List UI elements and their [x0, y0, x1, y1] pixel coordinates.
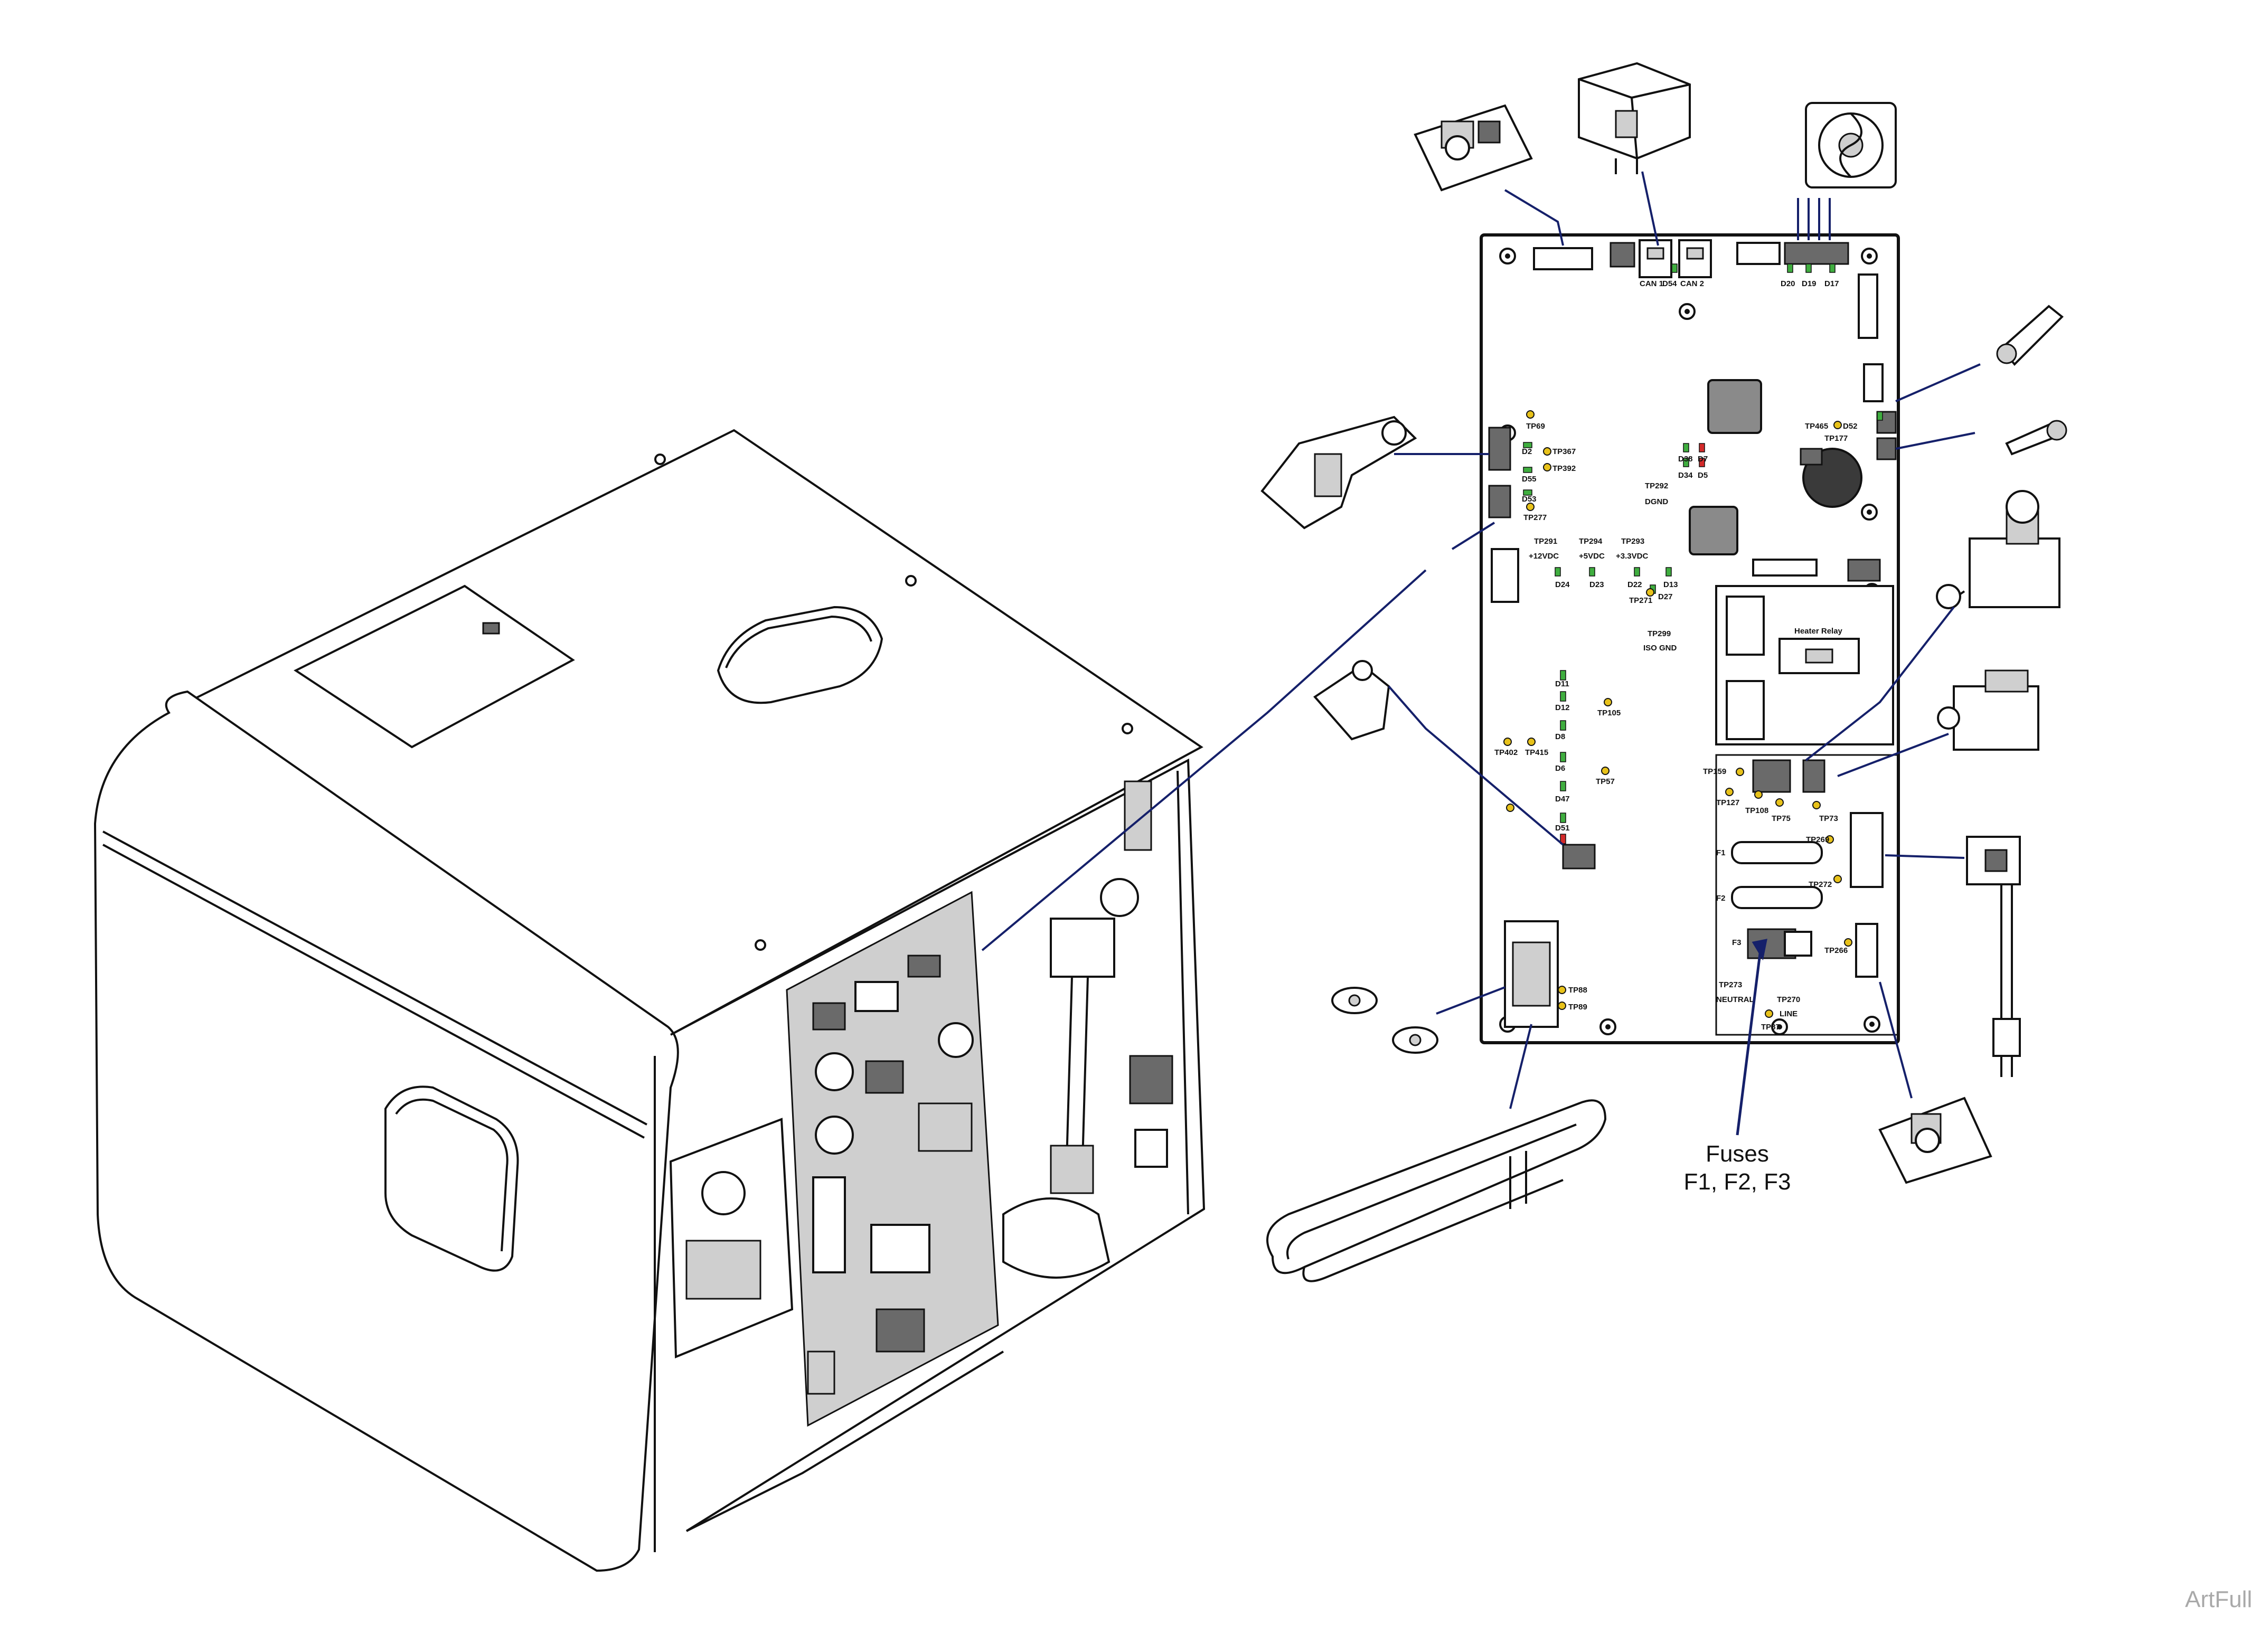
label-line: LINE [1780, 1009, 1798, 1018]
label-d27: D27 [1658, 592, 1673, 601]
label-can2: CAN 2 [1680, 279, 1704, 288]
label-d19: D19 [1802, 279, 1817, 288]
solenoid-valve-1 [1936, 490, 2060, 609]
label-d55: D55 [1522, 475, 1537, 484]
label-tp105: TP105 [1597, 709, 1621, 717]
temperature-probe-2 [2005, 420, 2067, 456]
label-tp75: TP75 [1772, 814, 1791, 823]
label-tp88: TP88 [1568, 986, 1587, 995]
label-neutral: NEUTRAL [1716, 995, 1754, 1004]
label-d47: D47 [1555, 795, 1570, 804]
label-tp465: TP465 [1805, 422, 1828, 431]
relay-module [1578, 62, 1691, 174]
label-tp57: TP57 [1596, 777, 1615, 786]
label-d7: D7 [1698, 455, 1708, 464]
leader-lines [981, 171, 1981, 1109]
label-tp291: TP291 [1534, 537, 1557, 546]
label-5vdc: +5VDC [1579, 552, 1605, 561]
label-tp266: TP266 [1824, 946, 1848, 955]
label-tp277: TP277 [1523, 513, 1547, 522]
label-d11: D11 [1555, 679, 1569, 688]
fuse-callout-arrow [1736, 939, 1767, 1136]
label-tp273: TP273 [1719, 980, 1742, 989]
label-d20: D20 [1781, 279, 1795, 288]
label-tp294: TP294 [1579, 537, 1603, 546]
label-can1: CAN 1 [1640, 279, 1663, 288]
label-tp159: TP159 [1703, 767, 1726, 776]
door-latch-switch [1260, 415, 1417, 530]
door-sensor [1313, 660, 1390, 741]
label-d38: D38 [1678, 455, 1693, 464]
cabinet-pcb-components [807, 955, 974, 1395]
label-tp402: TP402 [1494, 748, 1518, 757]
label-tp270: TP270 [1777, 995, 1800, 1004]
label-d6: D6 [1555, 764, 1565, 773]
label-tp108: TP108 [1745, 806, 1768, 815]
label-heater-relay: Heater Relay [1794, 627, 1843, 636]
label-d24: D24 [1555, 580, 1570, 589]
label-tp89: TP89 [1568, 1003, 1587, 1012]
thermal-cutoffs [1331, 987, 1438, 1054]
label-d13: D13 [1663, 580, 1678, 589]
label-tp392: TP392 [1552, 464, 1576, 473]
solenoid-valve-2 [1937, 669, 2039, 751]
label-tp177: TP177 [1824, 434, 1848, 443]
heating-element [1266, 1099, 1607, 1282]
label-d22: D22 [1627, 580, 1642, 589]
label-tp87: TP87 [1761, 1023, 1780, 1032]
label-f2: F2 [1716, 894, 1726, 903]
label-3-3vdc: +3.3VDC [1616, 552, 1648, 561]
label-dgnd: DGND [1645, 497, 1668, 506]
label-tp271: TP271 [1629, 596, 1652, 605]
fuses-callout: Fuses F1, F2, F3 [1653, 1140, 1822, 1196]
fuses-list: F1, F2, F3 [1683, 1168, 1791, 1195]
label-tp73: TP73 [1819, 814, 1838, 823]
label-tp127: TP127 [1716, 798, 1739, 807]
label-f3: F3 [1732, 938, 1742, 947]
label-d54: D54 [1662, 279, 1677, 288]
watermark-label: ArtFull [2185, 1586, 2252, 1612]
power-cord [1966, 836, 2021, 1077]
label-iso-gnd: ISO GND [1643, 644, 1677, 653]
label-tp272: TP272 [1809, 880, 1832, 889]
control-pcb: D54 CAN 1 CAN 2 D20 D19 D17 TP69 D2 TP36… [1480, 233, 1900, 1044]
label-tp269: TP269 [1806, 835, 1829, 844]
sterilizer-cabinet [93, 429, 1206, 1572]
temperature-probe-1 [1996, 305, 2064, 366]
label-d2: D2 [1522, 447, 1532, 456]
label-tp293: TP293 [1621, 537, 1644, 546]
pcb-test-points [1503, 410, 1852, 1018]
power-supply-top [1414, 104, 1533, 192]
cooling-fan [1805, 102, 1897, 188]
label-tp292: TP292 [1645, 481, 1668, 490]
label-12vdc: +12VDC [1529, 552, 1559, 561]
label-d52: D52 [1843, 422, 1858, 431]
power-supply-bottom [1878, 1097, 1992, 1184]
label-d53: D53 [1522, 495, 1537, 504]
label-tp69: TP69 [1526, 422, 1545, 431]
fuses-title: Fuses [1706, 1141, 1769, 1167]
pcb-leds [1523, 263, 1883, 844]
label-tp415: TP415 [1525, 748, 1548, 757]
label-tp367: TP367 [1552, 447, 1576, 456]
label-d34: D34 [1678, 471, 1693, 480]
label-tp299: TP299 [1648, 629, 1671, 638]
label-d17: D17 [1824, 279, 1839, 288]
pcb-silkscreen-labels: D54 CAN 1 CAN 2 D20 D19 D17 TP69 D2 TP36… [1494, 279, 1858, 1032]
label-f1: F1 [1716, 848, 1726, 857]
label-d8: D8 [1555, 732, 1565, 741]
label-d23: D23 [1589, 580, 1604, 589]
label-d51: D51 [1555, 824, 1570, 833]
label-d5: D5 [1698, 471, 1708, 480]
label-d12: D12 [1555, 703, 1570, 712]
